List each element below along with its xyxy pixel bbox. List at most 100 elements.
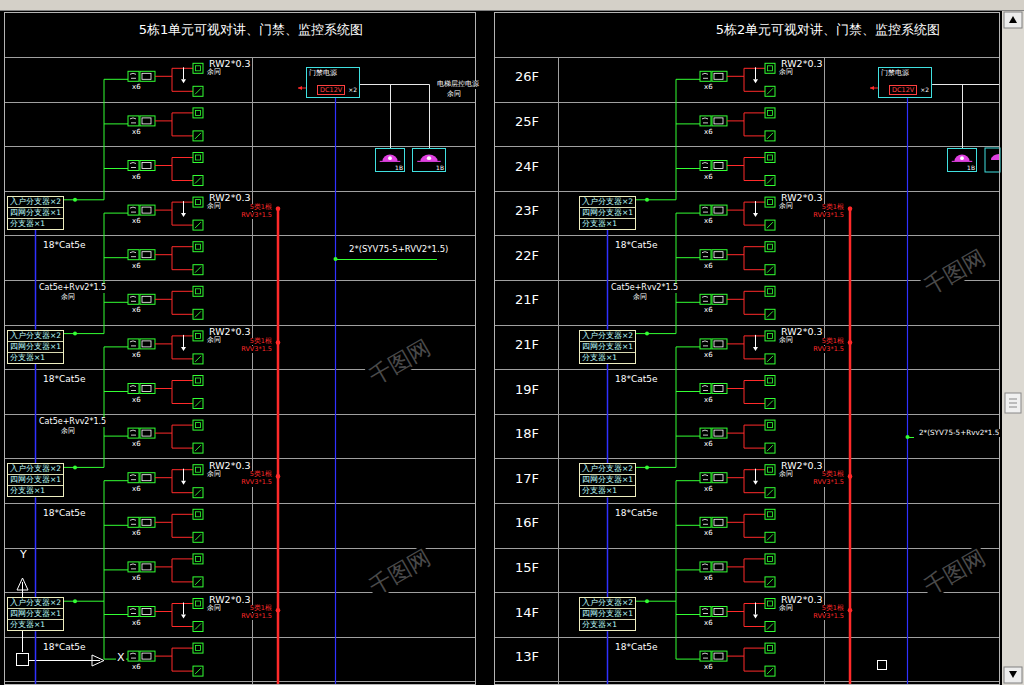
quantity-label: x6 (131, 620, 142, 628)
alarm-wire (744, 448, 765, 449)
wire-arrow (183, 335, 184, 347)
alarm-wire (155, 165, 172, 166)
handset-mark (130, 118, 136, 123)
detector-symbol (193, 286, 203, 296)
scroll-button (1004, 667, 1022, 683)
button-symbol (765, 443, 775, 453)
button-symbol (765, 622, 775, 632)
intercom-monitor-icon (140, 384, 155, 394)
alarm-wire (172, 314, 193, 315)
quantity-label: x6 (703, 575, 714, 583)
intercom-monitor-icon (712, 428, 727, 438)
intercom-cable (676, 302, 700, 303)
intercom-cable (676, 257, 700, 258)
detector-symbol (193, 509, 203, 519)
quantity-label: x6 (131, 307, 142, 315)
intercom-monitor-icon (712, 161, 727, 171)
alarm-wire (744, 559, 745, 582)
floor-label: 24F (514, 160, 540, 174)
note-label: 余同 (206, 337, 222, 345)
quantity-label: x6 (131, 263, 142, 271)
detector-mark (196, 646, 201, 651)
box-text: 入户分支器×2 (580, 464, 635, 475)
box-text: 入户分支器×2 (580, 598, 635, 609)
button-mark (195, 133, 201, 139)
detector-symbol (193, 242, 203, 252)
handset-mark (702, 564, 708, 569)
intercom-cable (676, 347, 677, 468)
button-mark (767, 401, 773, 407)
grid-line (5, 146, 475, 147)
box-text: 四网分支器×1 (8, 342, 63, 353)
intercom-cable (676, 480, 700, 481)
intercom-monitor-icon (712, 250, 727, 260)
button-symbol (765, 265, 775, 275)
box-text: ×2 (348, 86, 357, 94)
handset-mark (130, 207, 136, 212)
monitor-screen (714, 296, 723, 302)
intercom-cable (104, 480, 128, 481)
intercom-handset-icon (128, 294, 139, 304)
power-cable (360, 85, 429, 149)
intercom-handset-icon (128, 384, 139, 394)
note-label: 余同 (206, 471, 222, 479)
grid-line (5, 235, 475, 236)
camera-dome (991, 154, 1000, 160)
button-symbol (193, 176, 203, 186)
alarm-wire (172, 225, 193, 226)
intercom-cable (104, 79, 105, 200)
button-symbol (193, 86, 203, 96)
alarm-wire (744, 425, 745, 448)
intercom-handset-icon (700, 473, 711, 483)
button-symbol (193, 220, 203, 230)
handset-mark (702, 475, 708, 480)
intercom-handset-icon (128, 428, 139, 438)
alarm-wire (744, 604, 745, 627)
scrollbar-track (1002, 11, 1024, 685)
alarm-wire (744, 470, 745, 493)
alarm-wire (172, 425, 173, 448)
panel-title: 5栋2单元可视对讲、门禁、监控系统图 (714, 22, 943, 38)
alarm-wire (172, 581, 193, 582)
box-text: DC12V (317, 85, 345, 95)
quantity-label: x6 (703, 664, 714, 672)
wire-arrow (183, 201, 184, 213)
cable-spec: 18*Cat5e (614, 643, 659, 653)
intercom-handset-icon (700, 384, 711, 394)
floor-label: 22F (514, 249, 540, 263)
alarm-wire (744, 514, 745, 537)
grid-line (495, 681, 1000, 682)
monitor-screen (714, 341, 723, 347)
detector-symbol (193, 554, 203, 564)
monitor-screen (714, 519, 723, 525)
alarm-wire (172, 291, 193, 292)
alarm-wire (727, 611, 744, 612)
handset-mark (130, 564, 136, 569)
arrow-head (753, 481, 758, 485)
detector-symbol (765, 108, 775, 118)
quantity-label: x6 (703, 530, 714, 538)
junction-dot (73, 599, 77, 603)
note-label: 余同 (778, 203, 794, 211)
box-text: 入户分支器×2 (8, 464, 63, 475)
scroll-button (1004, 12, 1022, 28)
alarm-wire (172, 492, 193, 493)
alarm-wire (744, 380, 765, 381)
alarm-wire (172, 425, 193, 426)
camera-box: 1B (375, 148, 405, 172)
button-mark (767, 579, 773, 585)
handset-mark (130, 296, 136, 301)
intercom-monitor-icon (712, 339, 727, 349)
detector-symbol (765, 197, 775, 207)
detector-mark (768, 423, 773, 428)
box-text: 四网分支器×1 (580, 475, 635, 486)
quantity-label: 1B (967, 164, 975, 171)
button-symbol (765, 354, 775, 364)
grid-line (824, 57, 825, 685)
detector-mark (196, 512, 201, 517)
alarm-wire (744, 648, 765, 649)
monitor-screen (142, 163, 151, 169)
detector-mark (196, 66, 201, 71)
intercom-handset-icon (700, 562, 711, 572)
